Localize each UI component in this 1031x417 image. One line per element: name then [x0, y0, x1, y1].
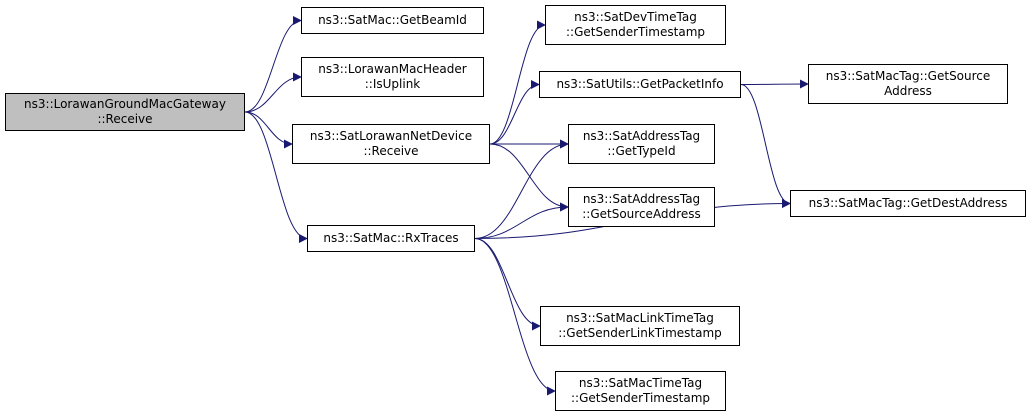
edge-lorawan_ground_mac_gateway_receive-to-lorawan_mac_header_is_uplink: [244, 72, 302, 113]
node-sat-mac-get-beam-id[interactable]: ns3::SatMac::GetBeamId: [301, 7, 484, 34]
node-label-line: ns3::SatMacTag::GetSource: [825, 69, 991, 83]
node-sat-mac-time-tag-get-sender-timestamp[interactable]: ns3::SatMacTimeTag ::GetSenderTimestamp: [555, 371, 726, 411]
node-sat-mac-link-time-tag-get-sender-link-timestamp[interactable]: ns3::SatMacLinkTimeTag ::GetSenderLinkTi…: [540, 306, 740, 346]
node-label-line: ns3::SatMac::RxTraces: [323, 231, 459, 245]
node-lorawan-ground-mac-gateway-receive: ns3::LorawanGroundMacGateway ::Receive: [5, 93, 245, 131]
node-label-line: ::GetSourceAddress: [582, 207, 701, 221]
node-label-line: ns3::SatLorawanNetDevice: [309, 129, 473, 143]
node-sat-lorawan-net-device-receive[interactable]: ns3::SatLorawanNetDevice ::Receive: [292, 124, 490, 164]
node-sat-utils-get-packet-info[interactable]: ns3::SatUtils::GetPacketInfo: [539, 71, 741, 98]
node-label-line: ns3::SatMac::GetBeamId: [318, 13, 467, 27]
edge-sat_mac_rx_traces-to-sat_mac_time_tag_get_sender_timestamp: [474, 238, 556, 396]
edge-lorawan_ground_mac_gateway_receive-to-sat_lorawan_net_device_receive: [244, 111, 293, 149]
node-sat-mac-tag-get-dest-address[interactable]: ns3::SatMacTag::GetDestAddress: [790, 190, 1026, 217]
node-label-line: ns3::SatMacLinkTimeTag: [566, 311, 714, 325]
node-label-line: Address: [884, 84, 932, 98]
node-label-line: ::GetSenderTimestamp: [566, 25, 705, 39]
edge-sat_mac_rx_traces-to-sat_address_tag_get_source_address: [474, 202, 569, 239]
node-sat-mac-tag-get-source-address[interactable]: ns3::SatMacTag::GetSource Address: [808, 64, 1008, 104]
node-label-line: ::GetSenderLinkTimestamp: [558, 326, 722, 340]
node-label-line: ns3::SatUtils::GetPacketInfo: [556, 77, 724, 91]
edge-sat_utils_get_packet_info-to-sat_mac_tag_get_source_address: [740, 79, 809, 89]
edge-sat_lorawan_net_device_receive-to-sat_address_tag_get_source_address: [489, 143, 569, 212]
node-label-line: ns3::SatDevTimeTag: [574, 10, 697, 24]
node-label-line: ::IsUplink: [364, 77, 421, 91]
node-label-line: ns3::SatAddressTag: [582, 192, 701, 206]
node-sat-address-tag-get-type-id[interactable]: ns3::SatAddressTag ::GetTypeId: [568, 124, 715, 164]
edge-lorawan_ground_mac_gateway_receive-to-sat_mac_get_beam_id: [244, 16, 302, 113]
edge-lorawan_ground_mac_gateway_receive-to-sat_mac_rx_traces: [244, 111, 308, 243]
edge-sat_mac_rx_traces-to-sat_address_tag_get_type_id: [474, 139, 569, 239]
node-sat-mac-rx-traces[interactable]: ns3::SatMac::RxTraces: [307, 225, 475, 252]
node-sat-dev-time-tag-get-sender-timestamp[interactable]: ns3::SatDevTimeTag ::GetSenderTimestamp: [545, 5, 726, 45]
edge-sat_lorawan_net_device_receive-to-sat_utils_get_packet_info: [489, 80, 540, 145]
node-label-line: ::GetSenderTimestamp: [571, 391, 710, 405]
node-lorawan-mac-header-is-uplink[interactable]: ns3::LorawanMacHeader ::IsUplink: [301, 57, 484, 97]
node-label-line: ns3::SatMacTimeTag: [578, 376, 703, 390]
node-label-line: ns3::SatMacTag::GetDestAddress: [808, 196, 1008, 210]
node-label-line: ::Receive: [97, 112, 153, 126]
edge-sat_lorawan_net_device_receive-to-sat_dev_time_tag_get_sender_timestamp: [489, 20, 546, 145]
node-label-line: ::Receive: [363, 144, 419, 158]
edge-sat_mac_rx_traces-to-sat_mac_link_time_tag_get_sender_link_timestamp: [474, 238, 541, 331]
node-sat-address-tag-get-source-address[interactable]: ns3::SatAddressTag ::GetSourceAddress: [568, 187, 715, 227]
node-label-line: ::GetTypeId: [607, 144, 676, 158]
node-label-line: ns3::SatAddressTag: [582, 129, 701, 143]
edge-sat_utils_get_packet_info-to-sat_mac_tag_get_dest_address: [740, 84, 791, 208]
node-label-line: ns3::LorawanGroundMacGateway: [24, 97, 226, 111]
node-label-line: ns3::LorawanMacHeader: [318, 62, 467, 76]
